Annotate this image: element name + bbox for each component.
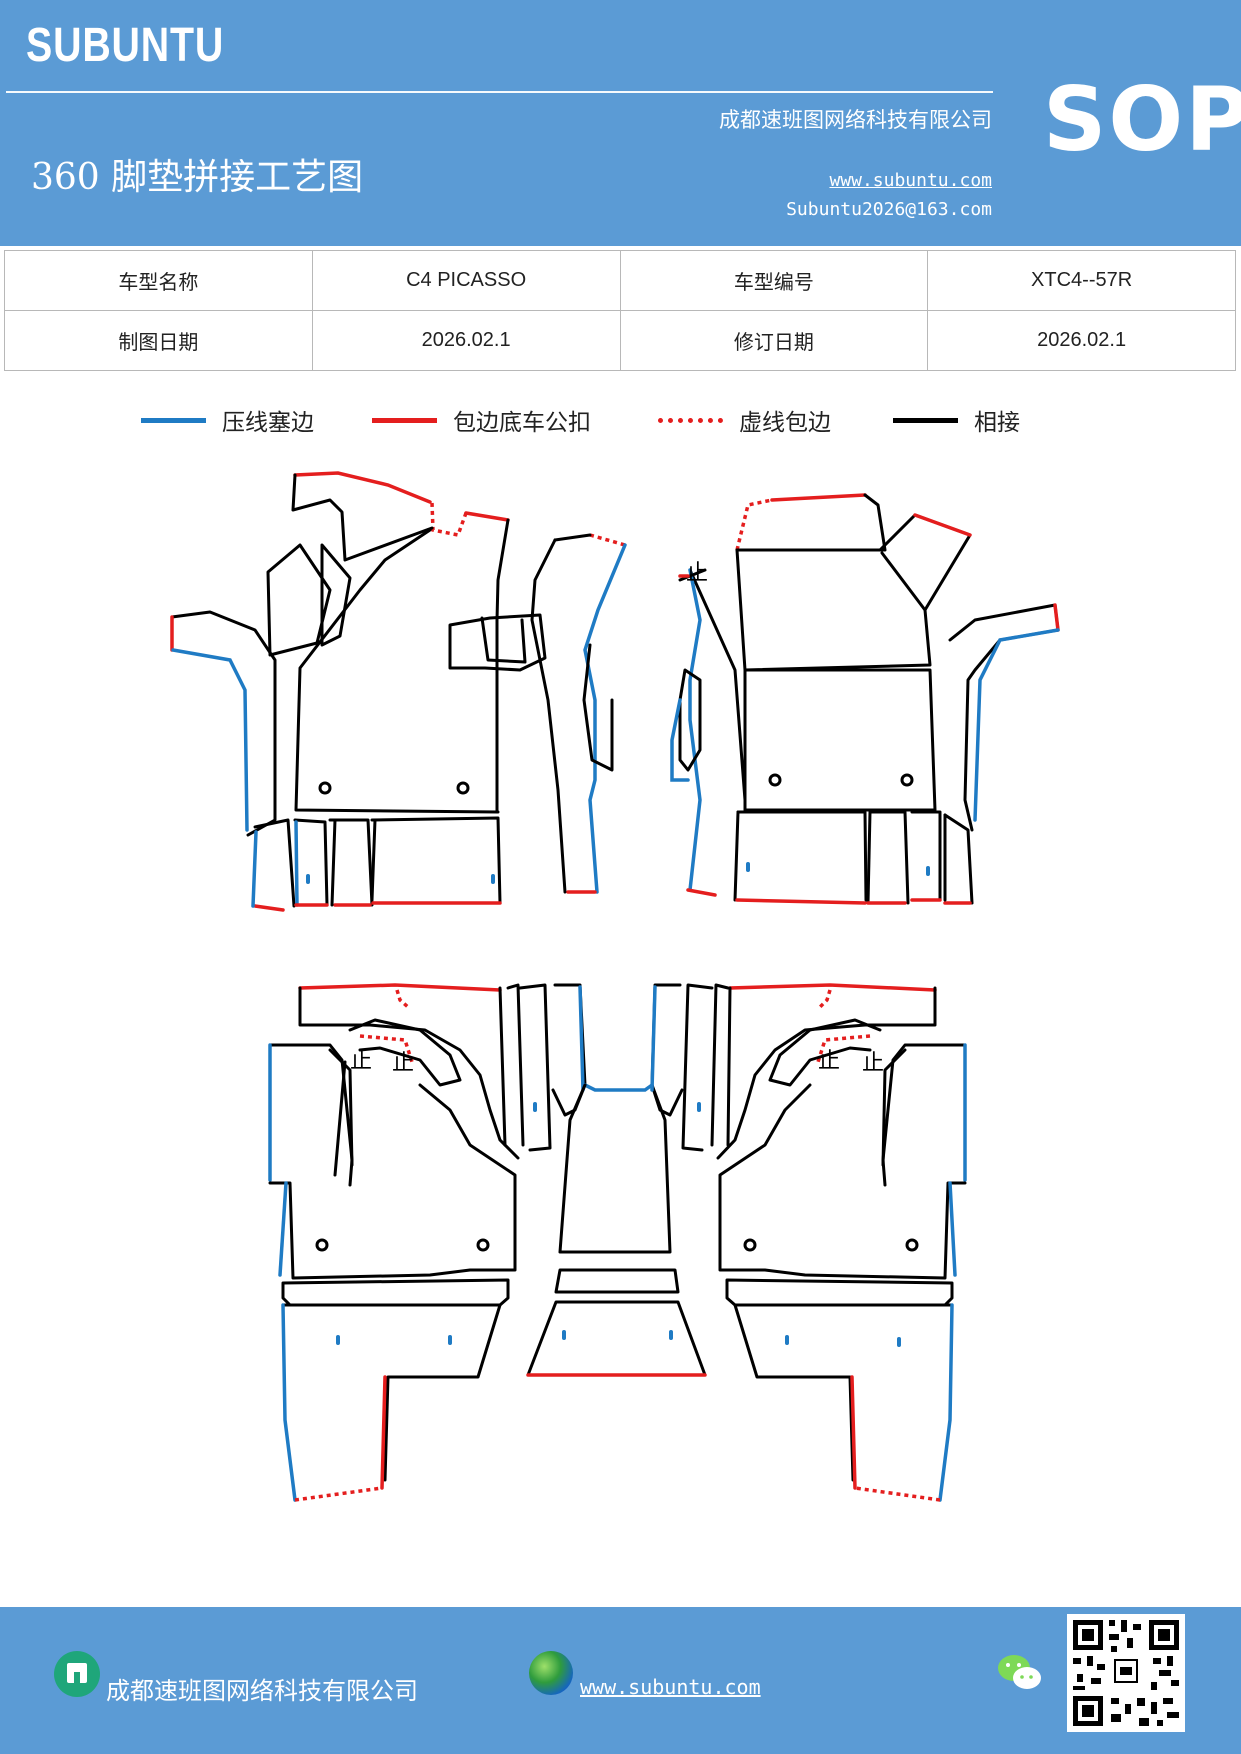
globe-icon — [529, 1651, 573, 1695]
footer-banner: 成都速班图网络科技有限公司 www.subuntu.com — [0, 1607, 1241, 1754]
model-name-label: 车型名称 — [4, 250, 313, 311]
header-website-link[interactable]: www.subuntu.com — [829, 170, 992, 191]
front-left-mat — [170, 471, 627, 912]
legend-label: 包边底车公扣 — [453, 410, 591, 436]
info-table: 车型名称 C4 PICASSO 车型编号 XTC4--57R 制图日期 2026… — [4, 250, 1236, 371]
stop-mark: 止 — [818, 1049, 840, 1074]
legend-label: 压线塞边 — [222, 410, 314, 436]
front-right-mat: 止 — [670, 493, 1060, 905]
sop-badge: SOP — [1043, 68, 1241, 171]
brand-logo: SUBUNTU — [26, 19, 225, 72]
legend-swatch-red — [372, 417, 437, 423]
footer-company: 成都速班图网络科技有限公司 — [106, 1677, 418, 1705]
legend-item-pressline: 压线塞边 — [141, 400, 314, 440]
table-row: 车型名称 C4 PICASSO 车型编号 XTC4--57R — [4, 250, 1236, 311]
header-divider — [6, 91, 993, 93]
model-code-label: 车型编号 — [619, 250, 929, 311]
legend-swatch-red-dotted — [658, 417, 723, 423]
legend-swatch-blue — [141, 417, 206, 423]
legend-swatch-black — [893, 417, 958, 423]
draw-date-value: 2026.02.1 — [311, 310, 621, 371]
stop-mark: 止 — [862, 1051, 884, 1076]
revise-date-value: 2026.02.1 — [927, 310, 1236, 371]
stop-mark: 止 — [392, 1051, 414, 1076]
legend-label: 相接 — [974, 410, 1020, 436]
header-banner: SUBUNTU 成都速班图网络科技有限公司 www.subuntu.com Su… — [0, 0, 1241, 246]
rear-left-mat: 止 止 — [268, 983, 587, 1502]
qr-code — [1067, 1614, 1185, 1732]
building-icon — [54, 1651, 100, 1697]
legend-item-joint: 相接 — [893, 400, 1020, 440]
revise-date-label: 修订日期 — [619, 310, 929, 371]
table-row: 制图日期 2026.02.1 修订日期 2026.02.1 — [4, 310, 1236, 371]
legend-item-dotted-binding: 虚线包边 — [658, 400, 831, 440]
stop-mark: 止 — [350, 1049, 372, 1074]
center-tunnel-mat — [526, 1083, 707, 1377]
model-name-value: C4 PICASSO — [311, 250, 621, 311]
header-email[interactable]: Subuntu2026@163.com — [786, 199, 992, 220]
model-code-value: XTC4--57R — [927, 250, 1236, 311]
header-company: 成都速班图网络科技有限公司 — [719, 108, 992, 132]
rear-right-mat: 止 止 — [650, 983, 967, 1502]
page-title: 360 脚垫拼接工艺图 — [31, 157, 364, 198]
footer-website-link[interactable]: www.subuntu.com — [580, 1675, 761, 1699]
legend: 压线塞边 包边底车公扣 虚线包边 相接 — [0, 400, 1241, 440]
legend-item-binding: 包边底车公扣 — [372, 400, 591, 440]
wechat-icon[interactable] — [996, 1651, 1044, 1695]
draw-date-label: 制图日期 — [4, 310, 313, 371]
legend-label: 虚线包边 — [739, 410, 831, 436]
stop-mark: 止 — [686, 561, 708, 586]
